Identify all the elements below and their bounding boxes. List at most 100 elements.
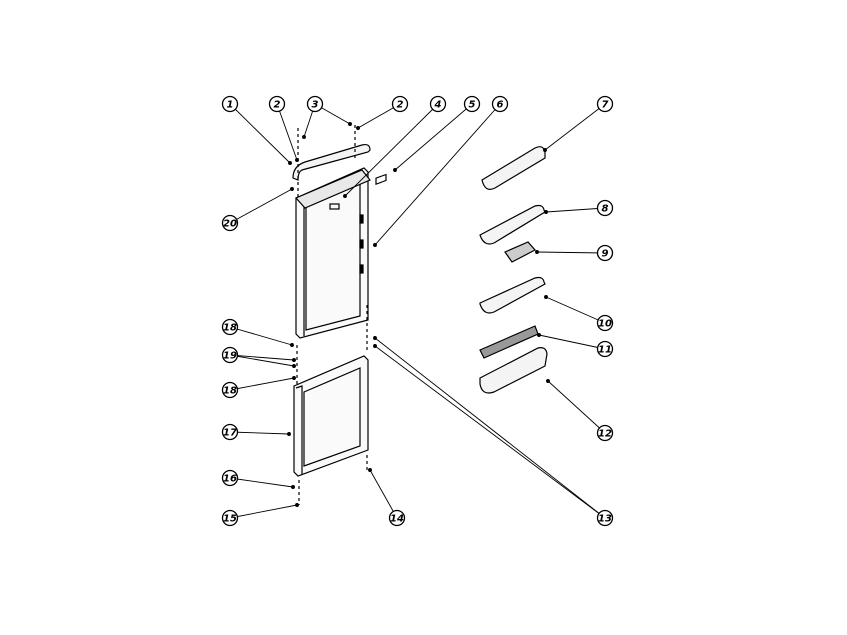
arrow-head (373, 336, 377, 340)
callout-circle (221, 469, 239, 487)
leader-line (545, 207, 606, 213)
callout-circle (306, 95, 324, 113)
callout-3: 3 (306, 95, 324, 113)
callout-18: 18 (221, 381, 239, 399)
callout-circle (491, 95, 509, 113)
callout-number: 17 (223, 428, 237, 439)
callout-circle (388, 509, 406, 527)
callout-circle (429, 95, 447, 113)
leader-line (547, 380, 606, 434)
arrow-head (544, 295, 548, 299)
callout-10: 10 (596, 314, 614, 332)
clip-part-5 (375, 173, 387, 185)
callout-number: 15 (223, 514, 237, 525)
leader-line (369, 469, 398, 519)
callout-13: 13 (596, 509, 614, 527)
arrow-head (291, 485, 295, 489)
arrow-head (343, 194, 347, 198)
door-slot (359, 239, 364, 249)
arrow-head (295, 503, 299, 507)
callout-5: 5 (463, 95, 481, 113)
arrow-head (290, 343, 294, 347)
leader-line (344, 103, 439, 197)
arrow-head (292, 358, 296, 362)
callout-number: 9 (602, 249, 609, 260)
shelf-8 (479, 204, 546, 245)
callout-number: 18 (223, 386, 237, 397)
callout-12: 12 (596, 424, 614, 442)
callout-number: 7 (602, 100, 609, 111)
arrow-head (373, 344, 377, 348)
callout-number: 6 (497, 100, 504, 111)
callout-8: 8 (596, 199, 614, 217)
callout-circle (596, 509, 614, 527)
shelf-10 (479, 276, 546, 314)
callout-circle (268, 95, 286, 113)
arrow-head (537, 333, 541, 337)
lower-door-edge (295, 385, 303, 474)
callout-number: 2 (397, 100, 404, 111)
arrow-head (295, 158, 299, 162)
callout-2: 2 (268, 95, 286, 113)
arrow-head (292, 376, 296, 380)
upper-door (295, 167, 369, 339)
leader-line (229, 377, 295, 391)
shelf-7 (481, 146, 546, 190)
callout-18: 18 (221, 318, 239, 336)
callout-circle (596, 95, 614, 113)
callout-circle (221, 214, 239, 232)
arrow-head (302, 135, 306, 139)
callout-number: 16 (223, 474, 237, 485)
lower-door-inner-panel (303, 367, 361, 467)
callout-1: 1 (221, 95, 239, 113)
arrow-head (543, 148, 547, 152)
egg-tray-9 (504, 241, 536, 263)
arrow-head (535, 250, 539, 254)
arrow-head (544, 210, 548, 214)
leader-line (229, 354, 295, 361)
leader-line (374, 345, 606, 519)
leader-line (544, 103, 606, 151)
hinge-axis-dashes (296, 125, 368, 505)
arrow-head (292, 364, 296, 368)
callout-20: 20 (221, 214, 239, 232)
callout-2: 2 (391, 95, 409, 113)
leader-line (538, 334, 606, 350)
callout-circle (596, 244, 614, 262)
leader-line (276, 103, 298, 161)
leader-line (229, 188, 293, 224)
callout-19: 19 (221, 346, 239, 364)
callout-16: 16 (221, 469, 239, 487)
clip-part-4 (329, 203, 340, 210)
door-slot (359, 264, 364, 274)
callout-number: 5 (469, 100, 476, 111)
callout-number: 13 (598, 514, 612, 525)
lower-door (293, 355, 369, 477)
callout-11: 11 (596, 340, 614, 358)
callout-circle (221, 346, 239, 364)
callout-number: 4 (434, 100, 442, 111)
callout-circle (221, 509, 239, 527)
callout-circle (596, 314, 614, 332)
callout-4: 4 (429, 95, 447, 113)
callout-circle (221, 423, 239, 441)
callout-9: 9 (596, 244, 614, 262)
callout-circle (221, 95, 239, 113)
callout-number: 3 (312, 100, 319, 111)
callout-circle (221, 381, 239, 399)
callout-7: 7 (596, 95, 614, 113)
leader-line (229, 326, 293, 346)
callout-circle (596, 340, 614, 358)
callout-circle (596, 199, 614, 217)
callout-circle (221, 318, 239, 336)
leader-line (229, 504, 298, 519)
callout-number: 20 (223, 219, 237, 230)
callout-number: 19 (223, 351, 237, 362)
upper-door-top-rail (294, 169, 371, 209)
arrow-head (356, 126, 360, 130)
callout-14: 14 (388, 509, 406, 527)
callout-number: 8 (602, 204, 609, 215)
